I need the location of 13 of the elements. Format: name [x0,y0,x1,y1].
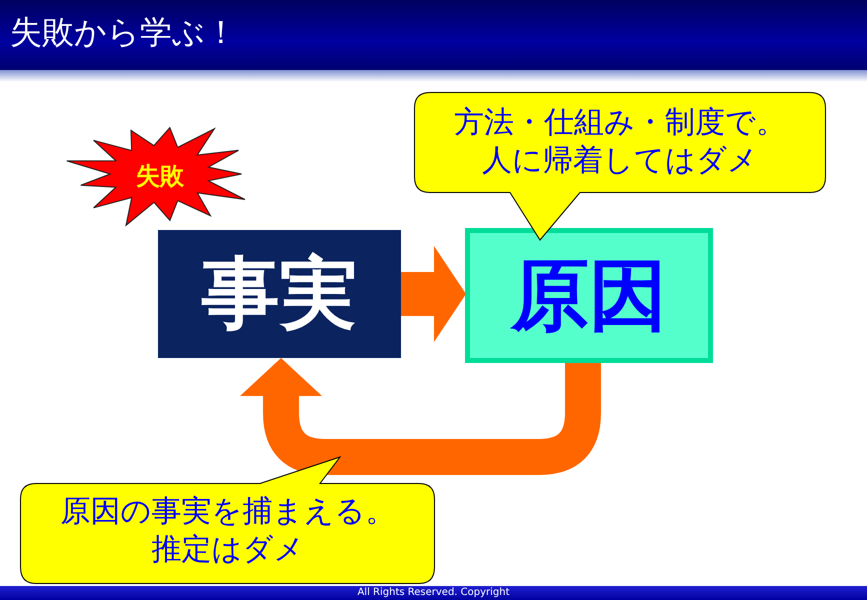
fact-box [158,230,401,358]
block-arrow [401,246,466,342]
box-label: 原因 [509,250,668,343]
copyright-text: All Rights Reserved. Copyright [357,587,510,598]
bubble-text: 方法・仕組み・制度で。人に帰着してはダメ [453,104,787,180]
starburst-label: 失敗 [135,162,185,190]
bubble-text: 原因の事実を捕まえる。推定はダメ [60,493,396,569]
box-label: 事実 [200,248,358,341]
u-turn-arrow [240,358,601,475]
title: 失敗から学ぶ！ [10,12,237,52]
speech-bubble [20,455,435,584]
cause-box [465,228,713,363]
speech-bubble [414,92,826,242]
